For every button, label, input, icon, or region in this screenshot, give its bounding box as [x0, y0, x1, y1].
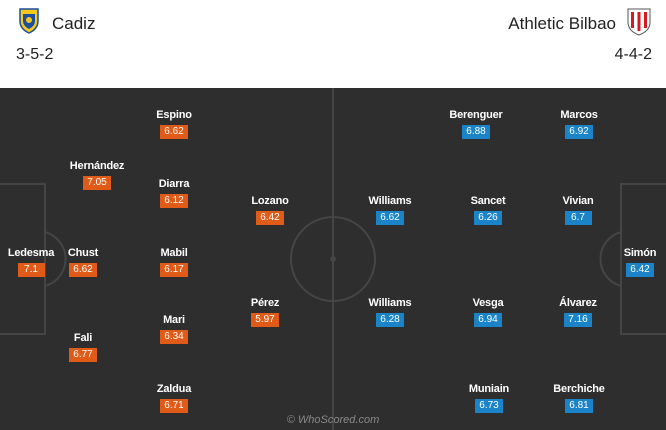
- player-name: Vivian: [562, 195, 594, 207]
- player-name: Pérez: [250, 297, 280, 309]
- home-player[interactable]: Pérez 5.97: [240, 297, 290, 327]
- player-name: Marcos: [560, 109, 598, 121]
- away-player[interactable]: Marcos 6.92: [550, 109, 608, 139]
- player-rating: 6.77: [69, 348, 97, 362]
- player-rating: 6.42: [256, 211, 284, 225]
- player-name: Chust: [67, 247, 99, 259]
- pitch-markings: [0, 88, 666, 430]
- home-player[interactable]: Zaldua 6.71: [149, 383, 199, 413]
- player-rating: 6.94: [474, 313, 502, 327]
- away-player[interactable]: Simón 6.42: [614, 247, 666, 277]
- player-rating: 6.28: [376, 313, 404, 327]
- player-rating: 6.12: [160, 194, 188, 208]
- player-rating: 7.05: [83, 176, 111, 190]
- player-name: Vesga: [472, 297, 504, 309]
- player-rating: 7.16: [564, 313, 592, 327]
- player-name: Muniain: [468, 383, 510, 395]
- player-rating: 6.73: [475, 399, 503, 413]
- away-player[interactable]: Álvarez 7.16: [553, 297, 603, 327]
- player-name: Mabil: [160, 247, 188, 259]
- player-name: Espino: [156, 109, 192, 121]
- home-player[interactable]: Hernández 7.05: [57, 160, 137, 190]
- player-name: Sancet: [470, 195, 506, 207]
- home-player[interactable]: Diarra 6.12: [149, 178, 199, 208]
- watermark: © WhoScored.com: [286, 414, 380, 426]
- home-player[interactable]: Chust 6.62: [58, 247, 108, 277]
- player-name: Hernández: [69, 160, 125, 172]
- home-player[interactable]: Lozano 6.42: [240, 195, 300, 225]
- player-name: Ledesma: [7, 247, 55, 259]
- player-name: Diarra: [158, 178, 190, 190]
- away-player[interactable]: Vivian 6.7: [553, 195, 603, 225]
- home-player[interactable]: Mabil 6.17: [149, 247, 199, 277]
- player-name: Fali: [73, 332, 93, 344]
- player-name: Lozano: [251, 195, 289, 207]
- player-rating: 6.92: [565, 125, 593, 139]
- match-header: Cadiz 3-5-2 Athletic Bilbao 4-4-2: [0, 0, 666, 88]
- home-player[interactable]: Espino 6.62: [149, 109, 199, 139]
- home-formation: 3-5-2: [16, 46, 54, 63]
- pitch: Espino 6.62 Hernández 7.05 Diarra 6.12 L…: [0, 88, 666, 430]
- cadiz-crest-icon: [19, 8, 39, 34]
- home-player[interactable]: Fali 6.77: [58, 332, 108, 362]
- player-rating: 6.62: [376, 211, 404, 225]
- player-rating: 6.62: [69, 263, 97, 277]
- player-rating: 6.34: [160, 330, 188, 344]
- away-team-name: Athletic Bilbao: [508, 14, 616, 33]
- player-name: Berenguer: [449, 109, 503, 121]
- athletic-bilbao-crest-icon: [627, 8, 651, 36]
- away-player[interactable]: Muniain 6.73: [460, 383, 518, 413]
- away-player[interactable]: Berchiche 6.81: [546, 383, 612, 413]
- away-player[interactable]: Williams 6.28: [362, 297, 418, 327]
- player-rating: 5.97: [251, 313, 279, 327]
- home-team-name: Cadiz: [52, 14, 96, 33]
- player-rating: 6.71: [160, 399, 188, 413]
- away-player[interactable]: Vesga 6.94: [463, 297, 513, 327]
- player-name: Zaldua: [156, 383, 192, 395]
- player-rating: 7.1: [17, 263, 45, 277]
- player-rating: 6.81: [565, 399, 593, 413]
- player-rating: 6.7: [564, 211, 592, 225]
- player-name: Williams: [368, 195, 412, 207]
- player-rating: 6.26: [474, 211, 502, 225]
- player-name: Álvarez: [559, 297, 597, 309]
- away-player[interactable]: Williams 6.62: [362, 195, 418, 225]
- player-name: Simón: [623, 247, 657, 259]
- player-name: Williams: [368, 297, 412, 309]
- player-name: Mari: [163, 314, 185, 326]
- home-player[interactable]: Ledesma 7.1: [0, 247, 62, 277]
- player-rating: 6.88: [462, 125, 490, 139]
- player-name: Berchiche: [553, 383, 605, 395]
- away-player[interactable]: Berenguer 6.88: [444, 109, 508, 139]
- away-formation: 4-4-2: [614, 46, 652, 63]
- home-player[interactable]: Mari 6.34: [149, 314, 199, 344]
- player-rating: 6.62: [160, 125, 188, 139]
- player-rating: 6.42: [626, 263, 654, 277]
- player-rating: 6.17: [160, 263, 188, 277]
- away-player[interactable]: Sancet 6.26: [460, 195, 516, 225]
